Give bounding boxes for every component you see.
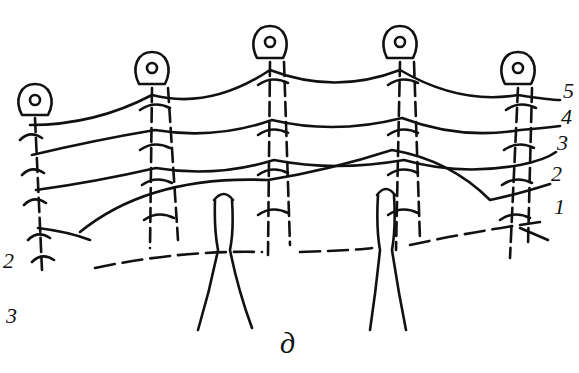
callout-number: 2: [3, 250, 14, 272]
stem: [198, 189, 406, 330]
loops: [20, 79, 536, 262]
thread-end: [520, 228, 548, 240]
callout-number: 2: [551, 163, 562, 185]
callout-number: 3: [6, 305, 17, 327]
base-arc: [95, 222, 540, 268]
eyelet: [18, 26, 534, 115]
callout-number: 5: [563, 80, 574, 102]
callout-number: 3: [557, 132, 568, 154]
callout-number: 1: [554, 196, 565, 218]
callout-number: 4: [561, 106, 572, 128]
thread-rows: [30, 70, 560, 240]
figure-letter: д: [280, 328, 295, 358]
